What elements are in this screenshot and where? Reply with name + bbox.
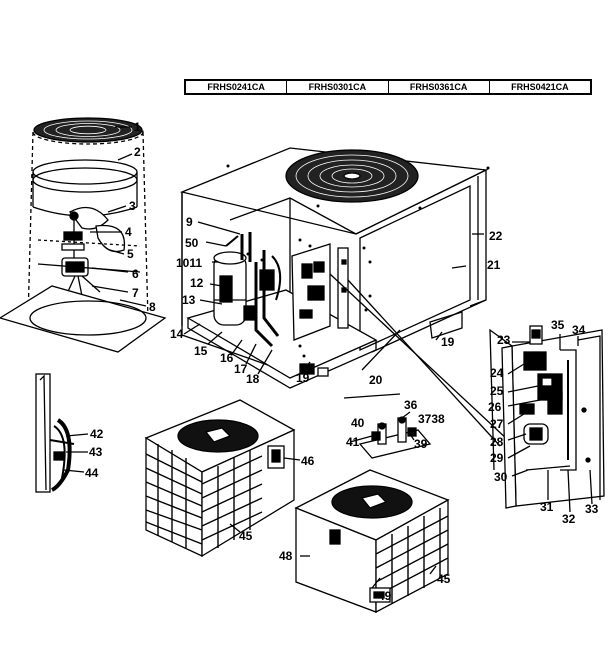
callout-22: 22: [489, 229, 503, 243]
callout-43: 43: [89, 445, 103, 459]
callout-1011: 1011: [176, 256, 203, 270]
callout-42: 42: [90, 427, 104, 441]
callout-5: 5: [127, 247, 134, 261]
main-unit-leaders: [183, 221, 509, 447]
fan-guard-grille: [33, 117, 143, 143]
callout-24: 24: [490, 366, 504, 380]
top-panel: [0, 285, 167, 353]
callout-45: 45: [437, 572, 451, 586]
callout-1: 1: [134, 120, 141, 134]
callout-20: 20: [369, 373, 383, 387]
top-fan-grille: [285, 149, 419, 203]
callout-13: 13: [182, 293, 196, 307]
callout-21: 21: [487, 258, 501, 272]
callout-29: 29: [490, 451, 504, 465]
callout-35: 35: [551, 318, 565, 332]
callout-39: 39: [414, 437, 428, 451]
refrigerant-piping: [225, 232, 282, 348]
callout-19: 19: [296, 371, 310, 385]
callout-34: 34: [572, 323, 586, 337]
fan-assembly: [0, 117, 167, 353]
callout-30: 30: [494, 470, 508, 484]
callout-46: 46: [301, 454, 315, 468]
model-cell: FRHS0241CA: [186, 81, 288, 93]
model-number-table: FRHS0241CA FRHS0301CA FRHS0361CA FRHS042…: [184, 79, 592, 95]
top-grille-lower-left: [177, 419, 259, 453]
callout-48: 48: [279, 549, 293, 563]
callout-28: 28: [490, 435, 504, 449]
callout-17: 17: [234, 362, 248, 376]
callout-40: 40: [351, 416, 365, 430]
callout-2: 2: [134, 145, 141, 159]
callout-4: 4: [125, 225, 132, 239]
control-box-detail: [489, 325, 605, 513]
callout-45: 45: [239, 529, 253, 543]
callout-25: 25: [490, 384, 504, 398]
wiring-harness-detail: [35, 373, 89, 493]
callout-50: 50: [185, 236, 199, 250]
callout-18: 18: [246, 372, 260, 386]
callout-19: 19: [441, 335, 455, 349]
callout-7: 7: [132, 286, 139, 300]
compressor: [213, 251, 247, 326]
callout-3738: 3738: [418, 412, 445, 426]
callout-31: 31: [540, 500, 554, 514]
callout-23: 23: [497, 333, 511, 347]
callout-3: 3: [129, 199, 136, 213]
callout-41: 41: [346, 435, 360, 449]
callout-8: 8: [149, 300, 156, 314]
service-valve-detail: [343, 393, 432, 459]
callout-26: 26: [488, 400, 502, 414]
callout-33: 33: [585, 502, 599, 516]
callout-9: 9: [186, 215, 193, 229]
callout-44: 44: [85, 466, 99, 480]
callout-49: 49: [378, 589, 392, 603]
fan-blade-motor: [37, 206, 141, 297]
model-cell: FRHS0361CA: [389, 81, 490, 93]
top-grille-lower-right: [331, 485, 413, 519]
callout-32: 32: [562, 512, 576, 526]
callout-6: 6: [132, 267, 139, 281]
callout-14: 14: [170, 327, 184, 341]
model-cell: FRHS0301CA: [287, 81, 389, 93]
control-compartment: [291, 243, 349, 341]
main-cabinet: [179, 147, 490, 389]
model-cell: FRHS0421CA: [511, 82, 569, 92]
callout-16: 16: [220, 351, 234, 365]
callout-15: 15: [194, 344, 208, 358]
assembled-unit-left: [144, 399, 301, 558]
callout-12: 12: [190, 276, 204, 290]
callout-36: 36: [404, 398, 418, 412]
callout-27: 27: [490, 417, 504, 431]
assembled-unit-right: [294, 469, 450, 614]
